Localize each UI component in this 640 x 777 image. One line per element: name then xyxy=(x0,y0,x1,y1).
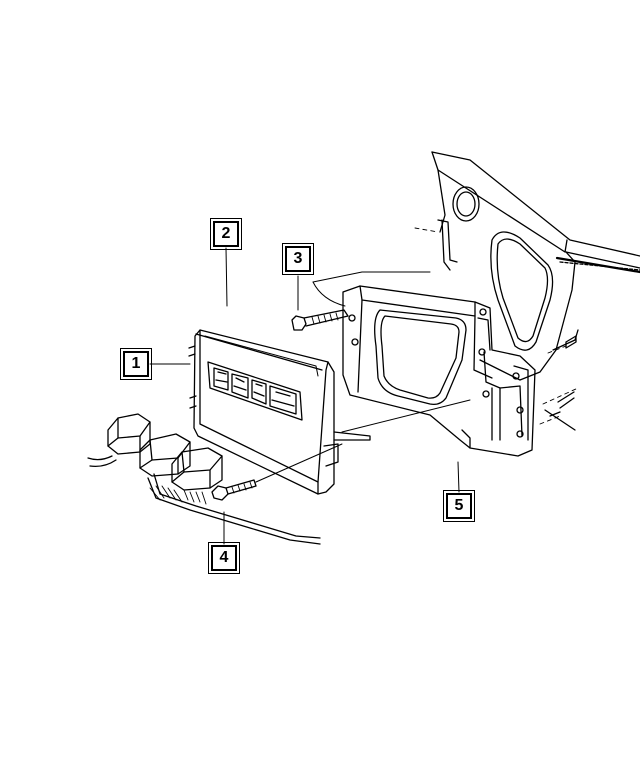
control-module xyxy=(188,329,371,495)
callout-3[interactable]: 3 xyxy=(282,243,314,275)
screw-3 xyxy=(291,271,431,331)
callout-1[interactable]: 1 xyxy=(120,348,152,380)
wiring-harness xyxy=(87,413,321,545)
leader-line-2 xyxy=(225,247,228,307)
leader-line-5 xyxy=(457,461,460,493)
screw-4 xyxy=(211,443,343,501)
callout-4[interactable]: 4 xyxy=(208,542,240,574)
firewall-panel xyxy=(414,151,640,431)
mounting-bracket xyxy=(342,285,536,457)
callout-5[interactable]: 5 xyxy=(443,490,475,522)
callout-2[interactable]: 2 xyxy=(210,218,242,250)
